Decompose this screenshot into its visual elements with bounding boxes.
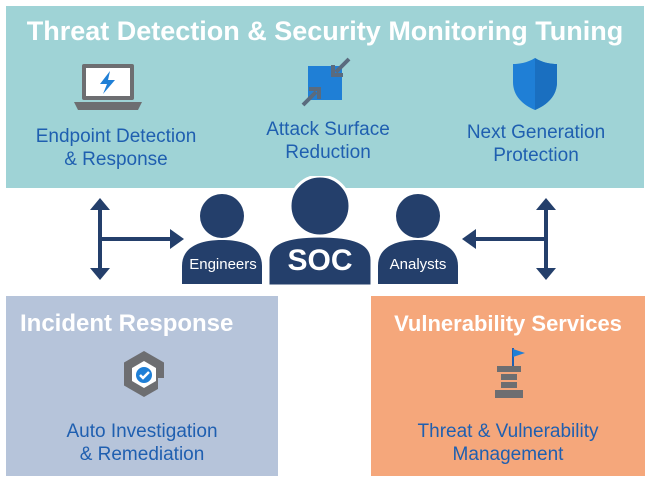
vulnerability-services-panel: Vulnerability Services Threat & Vulnerab… — [371, 296, 645, 476]
engineers-body — [182, 240, 262, 284]
ngp-label-line2: Protection — [493, 145, 579, 166]
analysts-body — [378, 240, 458, 284]
asr-label: Attack Surface Reduction — [228, 118, 428, 164]
castle-flag-icon — [495, 348, 525, 398]
edr-label: Endpoint Detection & Response — [16, 125, 216, 171]
auto-investigation-line2: & Remediation — [79, 444, 205, 465]
auto-investigation-line1: Auto Investigation — [66, 421, 218, 442]
shield-icon — [513, 58, 557, 110]
analysts-label: Analysts — [389, 256, 447, 273]
tvm-label-line2: Management — [452, 444, 564, 465]
soc-body — [266, 234, 374, 288]
soc-head — [288, 176, 352, 238]
soc-label: SOC — [287, 244, 353, 277]
analysts-head — [396, 194, 440, 238]
right-connector-arrows — [462, 198, 556, 280]
ngp-label: Next Generation Protection — [436, 121, 636, 167]
people-group — [182, 176, 458, 288]
tvm-label-line1: Threat & Vulnerability — [417, 421, 599, 442]
engineers-head — [200, 194, 244, 238]
incident-response-panel: Incident Response Auto Investigation & R… — [6, 296, 278, 476]
engineers-label: Engineers — [189, 256, 257, 273]
attack-surface-arrows-icon — [301, 57, 351, 107]
threat-detection-panel: Threat Detection & Security Monitoring T… — [6, 6, 644, 188]
auto-investigation-label: Auto Investigation & Remediation — [42, 420, 242, 466]
edr-label-line2: & Response — [64, 149, 168, 170]
vulnerability-services-title: Vulnerability Services — [394, 311, 622, 336]
tvm-label: Threat & Vulnerability Management — [408, 420, 608, 466]
laptop-lightning-icon — [74, 64, 142, 110]
asr-label-line1: Attack Surface — [266, 119, 390, 140]
ngp-label-line1: Next Generation — [466, 122, 606, 143]
asr-label-line2: Reduction — [285, 142, 371, 163]
edr-label-line1: Endpoint Detection — [35, 126, 197, 147]
left-connector-arrows — [90, 198, 184, 280]
incident-response-title: Incident Response — [20, 310, 234, 337]
hexagon-check-icon — [124, 351, 166, 397]
threat-detection-title: Threat Detection & Security Monitoring T… — [26, 16, 624, 46]
